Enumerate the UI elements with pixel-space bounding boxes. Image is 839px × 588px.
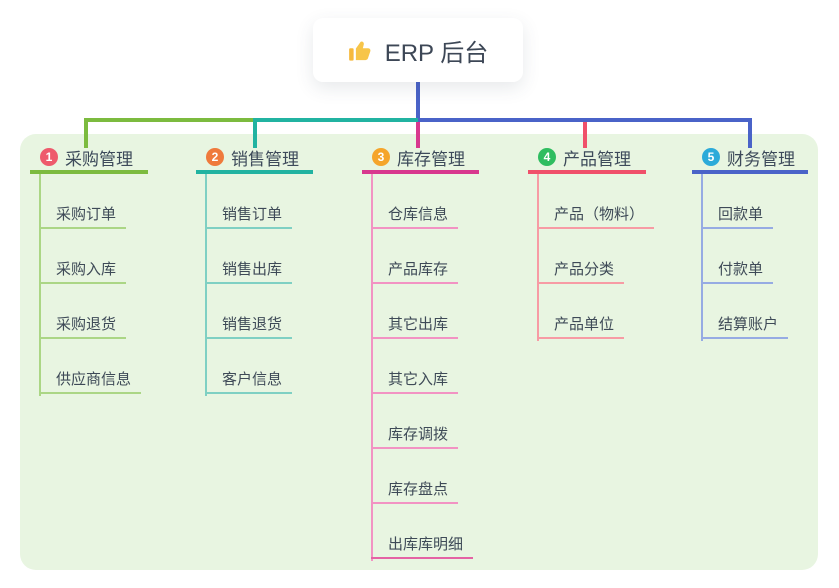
child-node-sales-outbound[interactable]: 销售出库 bbox=[205, 258, 292, 284]
child-node-other-inbound[interactable]: 其它入库 bbox=[371, 368, 458, 394]
branch4-underline bbox=[528, 170, 646, 174]
branch1-label: 采购管理 bbox=[65, 149, 133, 169]
branch3-drop-line bbox=[416, 122, 420, 148]
branch3-badge: 3 bbox=[372, 148, 390, 166]
branch3-underline bbox=[362, 170, 479, 174]
child-node-sales-return[interactable]: 销售退货 bbox=[205, 313, 292, 339]
branch2-label: 销售管理 bbox=[231, 149, 299, 169]
root-node-erp[interactable]: ERP 后台 bbox=[313, 18, 523, 82]
branch1-spine-line bbox=[39, 174, 41, 396]
root-stem-line bbox=[416, 82, 420, 122]
branch5-badge: 5 bbox=[702, 148, 720, 166]
child-node-purchase-inbound[interactable]: 采购入库 bbox=[39, 258, 126, 284]
child-node-receipt-bill[interactable]: 回款单 bbox=[701, 203, 773, 229]
branch1-underline bbox=[30, 170, 148, 174]
branch5-drop-line bbox=[748, 118, 752, 148]
child-node-stock-transfer[interactable]: 库存调拨 bbox=[371, 423, 458, 449]
child-node-stock-check[interactable]: 库存盘点 bbox=[371, 478, 458, 504]
branch1-h-line bbox=[84, 118, 257, 122]
child-node-purchase-order[interactable]: 采购订单 bbox=[39, 203, 126, 229]
branch2-h-line bbox=[255, 118, 418, 122]
child-node-sales-order[interactable]: 销售订单 bbox=[205, 203, 292, 229]
child-node-product-unit[interactable]: 产品单位 bbox=[537, 313, 624, 339]
branch1-badge: 1 bbox=[40, 148, 58, 166]
child-node-product-material[interactable]: 产品（物料） bbox=[537, 203, 654, 229]
branch-node-product[interactable]: 4 产品管理 bbox=[528, 144, 646, 170]
root-node-label: ERP 后台 bbox=[384, 39, 489, 67]
branch2-underline bbox=[196, 170, 313, 174]
child-node-product-stock[interactable]: 产品库存 bbox=[371, 258, 458, 284]
branch2-spine-line bbox=[205, 174, 207, 396]
thumbs-up-icon bbox=[348, 37, 375, 64]
branch-node-sales[interactable]: 2 销售管理 bbox=[196, 144, 313, 170]
child-node-supplier-info[interactable]: 供应商信息 bbox=[39, 368, 141, 394]
branch5-h-line bbox=[418, 118, 752, 122]
child-node-payment-bill[interactable]: 付款单 bbox=[701, 258, 773, 284]
branch1-drop-line bbox=[84, 118, 88, 148]
branch4-badge: 4 bbox=[538, 148, 556, 166]
branch5-spine-line bbox=[701, 174, 703, 341]
branch5-underline bbox=[692, 170, 808, 174]
child-node-customer-info[interactable]: 客户信息 bbox=[205, 368, 292, 394]
branch4-spine-line bbox=[537, 174, 539, 341]
branch2-drop-line bbox=[253, 118, 257, 148]
branch-node-inventory[interactable]: 3 库存管理 bbox=[362, 144, 479, 170]
branch2-badge: 2 bbox=[206, 148, 224, 166]
child-node-purchase-return[interactable]: 采购退货 bbox=[39, 313, 126, 339]
child-node-other-outbound[interactable]: 其它出库 bbox=[371, 313, 458, 339]
child-node-settlement-account[interactable]: 结算账户 bbox=[701, 313, 788, 339]
branch3-label: 库存管理 bbox=[397, 149, 465, 169]
branch4-label: 产品管理 bbox=[563, 149, 631, 169]
branch5-label: 财务管理 bbox=[727, 149, 795, 169]
branch-node-finance[interactable]: 5 财务管理 bbox=[692, 144, 808, 170]
branch4-drop-line bbox=[583, 122, 587, 148]
branch3-spine-line bbox=[371, 174, 373, 561]
child-node-outbound-detail[interactable]: 出库库明细 bbox=[371, 533, 473, 559]
mindmap-board bbox=[20, 134, 818, 570]
branch-node-purchase[interactable]: 1 采购管理 bbox=[30, 144, 148, 170]
child-node-product-category[interactable]: 产品分类 bbox=[537, 258, 624, 284]
child-node-warehouse-info[interactable]: 仓库信息 bbox=[371, 203, 458, 229]
